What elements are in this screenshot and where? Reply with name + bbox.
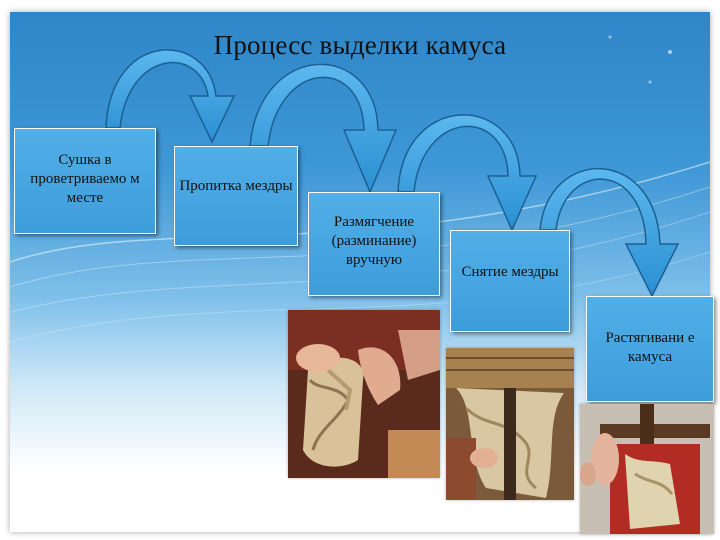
- step-flesh-removal: Снятие мездры: [450, 230, 570, 332]
- hide-stretched-on-frame-photo: [580, 404, 714, 534]
- step-label: Растягивани е камуса: [605, 330, 695, 365]
- step-softening: Размягчение (разминание) вручную: [308, 192, 440, 296]
- page-title: Процесс выделки камуса: [213, 30, 507, 60]
- curved-arrow-icon: [249, 63, 398, 194]
- step-drying: Сушка в проветриваемо м месте: [14, 128, 156, 234]
- step-label: Пропитка мездры: [179, 178, 293, 194]
- curved-arrow-icon: [105, 49, 236, 144]
- step-label: Размягчение (разминание) вручную: [331, 214, 417, 268]
- curved-arrow-icon: [397, 114, 538, 232]
- step-label: Снятие мездры: [461, 264, 559, 280]
- curved-arrow-icon: [539, 168, 680, 298]
- hands-kneading-hide-photo: [288, 310, 440, 478]
- step-stretching: Растягивани е камуса: [586, 296, 714, 402]
- step-impregnation: Пропитка мездры: [174, 146, 298, 246]
- step-label: Сушка в проветриваемо м месте: [30, 152, 140, 206]
- hide-on-wooden-board-photo: [446, 348, 574, 500]
